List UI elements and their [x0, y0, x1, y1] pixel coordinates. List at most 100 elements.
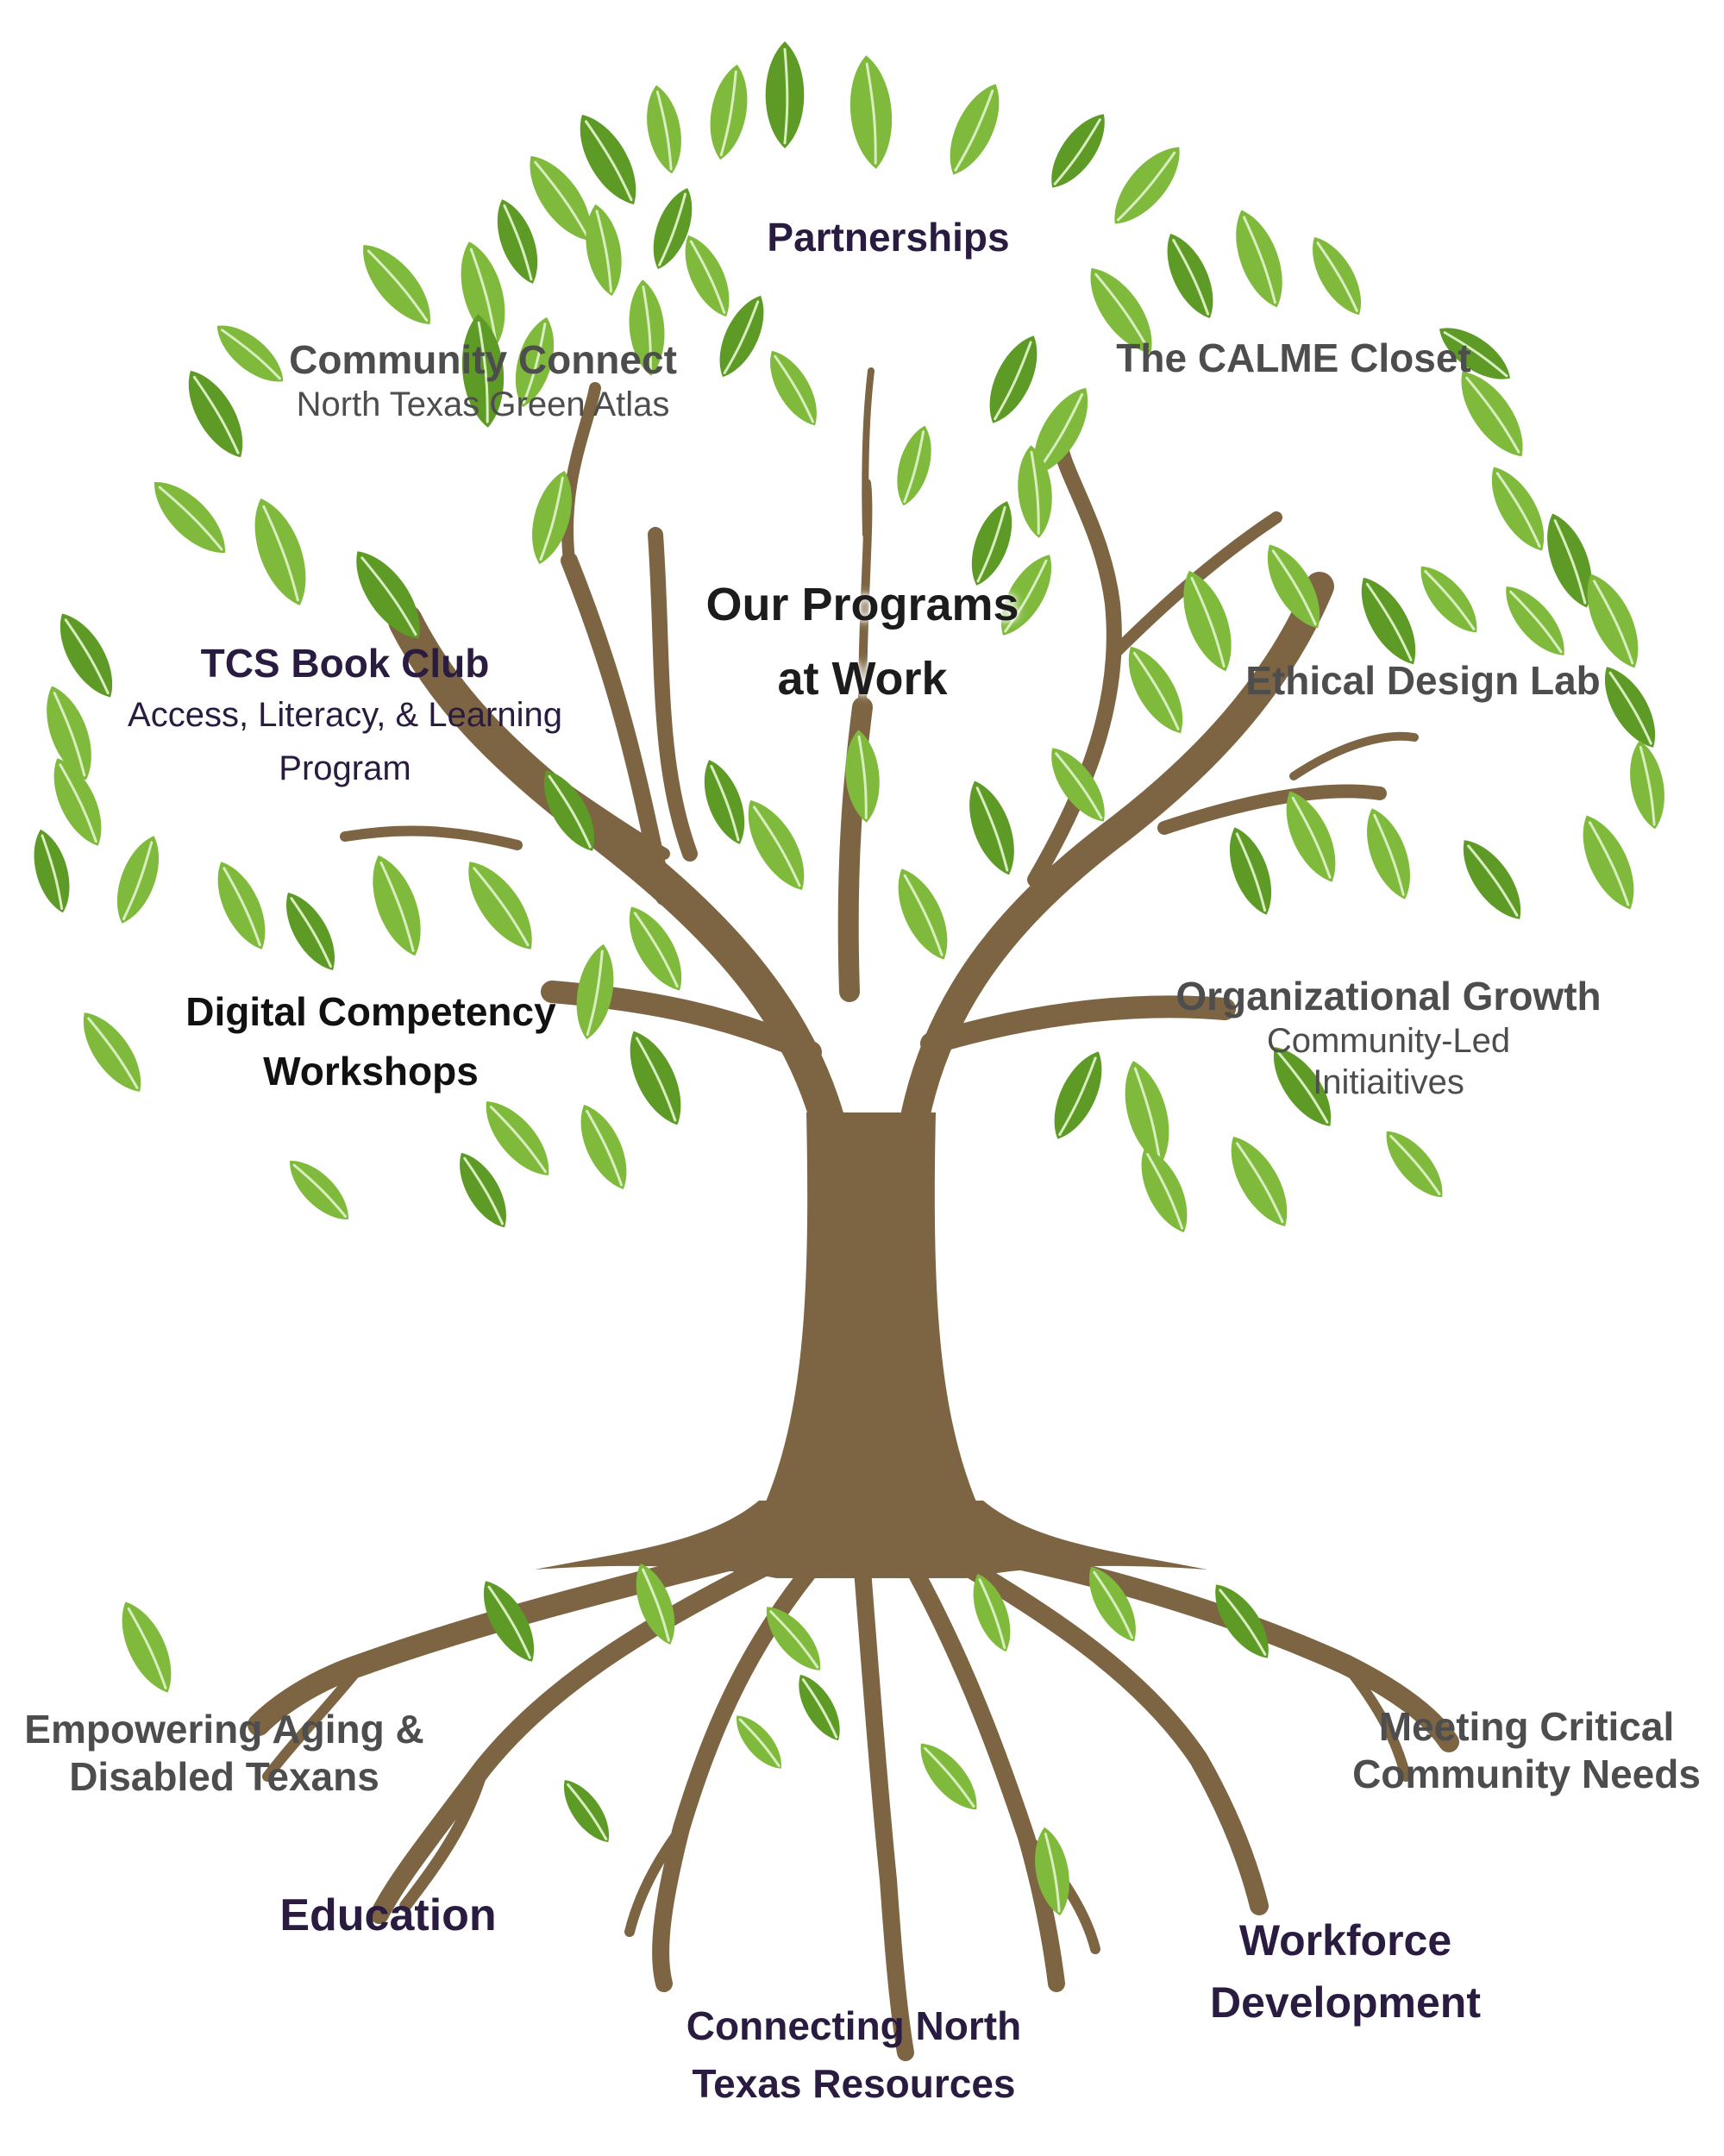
leaf-shape — [1583, 815, 1634, 910]
leaf-shape — [799, 1674, 840, 1741]
leaf-shape — [580, 1105, 627, 1189]
leaf-shape — [1461, 371, 1523, 457]
leaf-shape — [973, 1573, 1011, 1652]
tcs-book-club-subtitle2: Program — [279, 749, 411, 788]
leaf-shape — [532, 470, 572, 565]
calme-closet-title: The CALME Closet — [1116, 335, 1471, 380]
community-connect-subtitle: North Texas Green Atlas — [296, 385, 670, 424]
leaf-shape — [290, 1161, 348, 1219]
label-partnerships: Partnerships — [716, 214, 1061, 261]
center-title-line2: at Work — [777, 653, 948, 705]
empowering-line1: Empowering Aging & — [24, 1707, 424, 1752]
leaf-shape — [1506, 586, 1564, 655]
leaf-shape — [1491, 467, 1545, 551]
leaf-shape — [1386, 1131, 1443, 1198]
leaf-shape — [530, 155, 592, 241]
leaf-shape — [748, 800, 805, 890]
community-connect-title: Community Connect — [289, 337, 677, 382]
leaf-shape — [1313, 236, 1361, 316]
leaf-shape — [685, 235, 730, 317]
digital-competency-line1: Digital Competency — [185, 989, 556, 1034]
leaf-shape — [580, 115, 636, 204]
leaf-shape — [83, 1012, 141, 1092]
leaf-shape — [719, 295, 764, 378]
connecting-line1: Connecting North — [686, 2003, 1022, 2048]
leaf-shape — [1587, 573, 1639, 668]
partnerships-title: Partnerships — [767, 215, 1010, 260]
leaf-shape — [950, 84, 1000, 175]
center-title: Our Programs at Work — [655, 567, 1069, 717]
leaf-shape — [1090, 267, 1152, 354]
leaf-shape — [1054, 1051, 1102, 1139]
leaf-shape — [989, 335, 1038, 423]
leaf-shape — [1463, 840, 1521, 919]
meeting-needs-line2: Community Needs — [1352, 1752, 1701, 1797]
leaf-shape — [576, 943, 614, 1040]
organizational-growth-subtitle2: Initiaitives — [1313, 1063, 1464, 1102]
leaf-shape — [770, 350, 817, 426]
leaf-shape — [1439, 328, 1510, 379]
label-education: Education — [241, 1889, 535, 1942]
leaf-shape — [765, 41, 805, 148]
leaf-shape — [971, 501, 1012, 586]
label-organizational-growth: Organizational Growth Community-Led Init… — [1156, 973, 1621, 1103]
organizational-growth-title: Organizational Growth — [1175, 974, 1602, 1018]
tree-roots — [248, 1541, 1459, 2061]
leaf-shape — [1051, 114, 1105, 188]
leaf-shape — [34, 829, 70, 913]
leaves-group — [34, 41, 1664, 1916]
leaf-shape — [636, 1564, 675, 1645]
leaf-shape — [1089, 1566, 1136, 1642]
tree-trunk — [759, 1112, 983, 1518]
meeting-needs-line1: Meeting Critical — [1378, 1704, 1675, 1749]
leaf-shape — [897, 425, 931, 506]
digital-competency-line2: Workshops — [263, 1049, 479, 1094]
leaf-shape — [1141, 1148, 1188, 1232]
leaf-shape — [60, 613, 113, 698]
leaf-shape — [217, 862, 266, 950]
leaf-shape — [47, 686, 91, 780]
label-tcs-book-club: TCS Book Club Access, Literacy, & Learni… — [103, 640, 586, 789]
leaf-shape — [1361, 577, 1416, 665]
leaf-shape — [647, 85, 681, 174]
connecting-line2: Texas Resources — [692, 2061, 1016, 2107]
label-digital-competency: Digital Competency Workshops — [155, 988, 586, 1095]
trunk-base — [535, 1501, 1207, 1578]
leaf-shape — [122, 1601, 172, 1693]
leaf-shape — [704, 760, 745, 844]
workforce-line1: Workforce — [1238, 1916, 1452, 1965]
leaf-shape — [1114, 147, 1180, 224]
leaf-shape — [1286, 791, 1336, 882]
leaf-shape — [1167, 234, 1213, 318]
leaf-shape — [460, 1152, 506, 1228]
tcs-book-club-title: TCS Book Club — [200, 641, 490, 686]
leaf-shape — [1273, 1047, 1332, 1126]
label-calme-closet: The CALME Closet — [1095, 335, 1492, 382]
leaf-shape — [461, 241, 505, 345]
top-stem — [862, 367, 875, 538]
leaf-shape — [969, 780, 1014, 875]
leaf-shape — [920, 1743, 977, 1810]
leaf-shape — [1267, 544, 1320, 629]
leaf-shape — [116, 836, 160, 924]
center-title-line1: Our Programs — [705, 579, 1019, 630]
leaf-shape — [1367, 808, 1410, 899]
leaf-shape — [845, 730, 880, 823]
leaf-shape — [1128, 646, 1183, 734]
label-community-connect: Community Connect North Texas Green Atla… — [250, 336, 716, 425]
leaf-shape — [767, 1607, 820, 1670]
leaf-shape — [1183, 570, 1232, 672]
leaf-shape — [1547, 513, 1592, 608]
leaf-shape — [653, 188, 693, 269]
leaf-shape — [363, 245, 430, 324]
empowering-line2: Disabled Texans — [69, 1754, 379, 1800]
leaf-shape — [737, 1715, 781, 1769]
label-meeting-needs: Meeting Critical Community Needs — [1345, 1703, 1708, 1798]
leaf-shape — [563, 1779, 610, 1843]
leaf-shape — [1236, 210, 1282, 308]
organizational-growth-subtitle1: Community-Led — [1266, 1022, 1511, 1061]
leaf-shape — [461, 314, 505, 428]
leaf-shape — [586, 204, 622, 297]
leaf-shape — [188, 370, 243, 458]
